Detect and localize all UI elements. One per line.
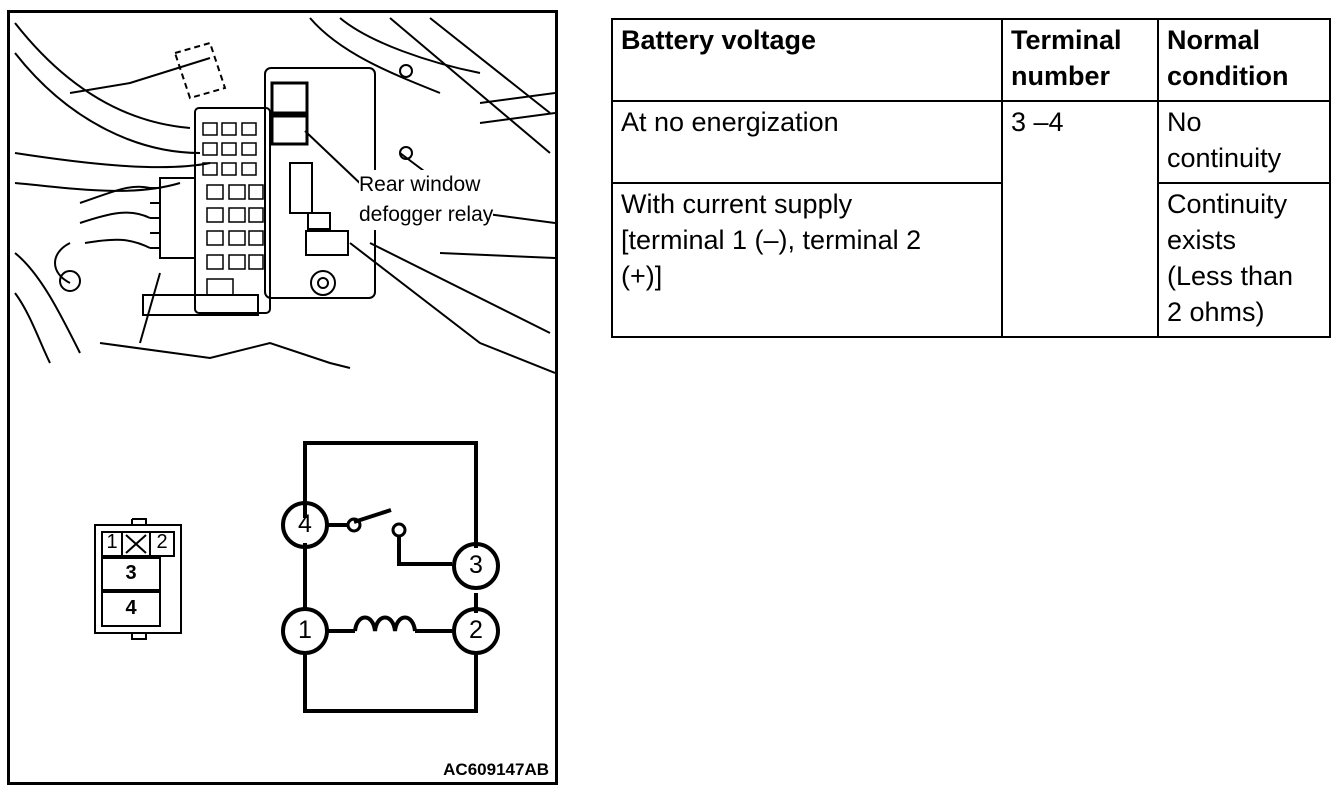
- cell-battery-voltage: At no energization: [611, 100, 1003, 184]
- figure-code: AC609147AB: [443, 760, 549, 779]
- header-terminal-number: Terminal number: [1001, 18, 1159, 102]
- cell-line: No: [1167, 107, 1202, 137]
- relay-check-table: Battery voltage Terminal number Normal con…: [611, 18, 1331, 338]
- cell-line: Continuity: [1167, 189, 1288, 219]
- cell-line: [terminal 1 (–), terminal 2: [621, 225, 922, 255]
- cell-normal-condition: No continuity: [1157, 100, 1331, 184]
- header-normal-condition: Normal condition: [1157, 18, 1331, 102]
- cell-terminal-number: 3 –4: [1001, 100, 1159, 338]
- relay-figure: Rear window defogger relay 1 2 3 4 4 3 1…: [7, 10, 558, 785]
- cell-line: 3 –4: [1011, 107, 1064, 137]
- cell-battery-voltage: With current supply [terminal 1 (–), term…: [611, 182, 1003, 338]
- connector-pin-4: 4: [125, 597, 137, 619]
- table-row: With current supply [terminal 1 (–), term…: [611, 182, 1331, 338]
- connector-pin-2: 2: [156, 531, 168, 553]
- header-line: condition: [1167, 61, 1289, 91]
- cell-line: continuity: [1167, 143, 1282, 173]
- cell-line: 2 ohms): [1167, 297, 1265, 327]
- table-header-row: Battery voltage Terminal number Normal con…: [611, 18, 1331, 102]
- cell-line: (+)]: [621, 261, 663, 291]
- relay-illustration: [14, 17, 555, 713]
- schematic-terminal-3: 3: [469, 551, 483, 579]
- relay-callout-line2: defogger relay: [359, 200, 494, 230]
- schematic-terminal-1: 1: [298, 616, 312, 644]
- header-line: Normal: [1167, 25, 1261, 55]
- table-row: At no energization 3 –4 No continuity: [611, 100, 1331, 338]
- relay-callout-line1: Rear window: [359, 170, 481, 200]
- connector-pin-1: 1: [106, 531, 118, 553]
- cell-line: exists: [1167, 225, 1237, 255]
- header-line: number: [1011, 61, 1111, 91]
- cell-line: With current supply: [621, 189, 853, 219]
- header-battery-voltage: Battery voltage: [611, 18, 1003, 102]
- cell-line: (Less than: [1167, 261, 1294, 291]
- header-battery-voltage-text: Battery voltage: [621, 25, 817, 55]
- cell-normal-condition: Continuity exists (Less than 2 ohms): [1157, 182, 1331, 338]
- schematic-terminal-4: 4: [298, 510, 312, 538]
- header-line: Terminal: [1011, 25, 1122, 55]
- cell-line: At no energization: [621, 107, 839, 137]
- connector-pin-3: 3: [125, 562, 137, 584]
- schematic-terminal-2: 2: [469, 616, 483, 644]
